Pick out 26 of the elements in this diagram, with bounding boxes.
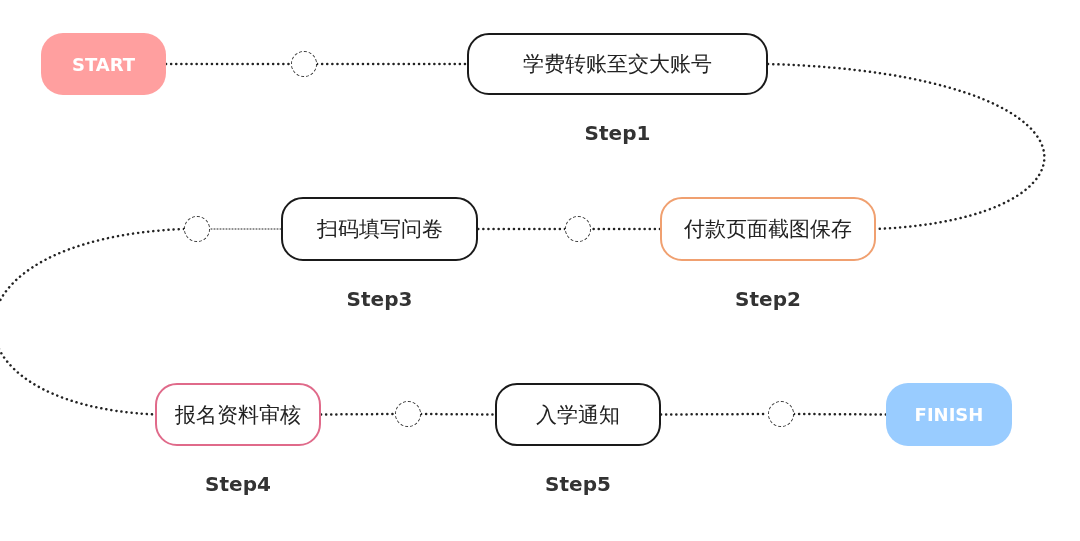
terminal-pill: FINISH	[886, 383, 1012, 446]
step-box: 报名资料审核	[155, 383, 321, 446]
step-label: Step1	[584, 121, 651, 145]
dashed-circle	[768, 401, 794, 427]
dotted-connector	[319, 412, 397, 416]
dotted-connector	[792, 412, 888, 416]
step-box: 入学通知	[495, 383, 661, 446]
dashed-circle	[291, 51, 317, 77]
terminal-pill: START	[41, 33, 166, 95]
step-label: Step5	[545, 472, 611, 496]
step-label: Step3	[346, 287, 413, 311]
dotted-connector	[315, 62, 469, 66]
dashed-circle	[184, 216, 210, 242]
step-box: 扫码填写问卷	[281, 197, 478, 261]
step-box: 学费转账至交大账号	[467, 33, 768, 95]
dotted-connector	[766, 62, 1045, 231]
dotted-connector	[209, 228, 282, 230]
step-box: 付款页面截图保存	[660, 197, 876, 261]
dotted-connector	[419, 412, 497, 416]
step-label: Step2	[735, 287, 801, 311]
dashed-circle	[565, 216, 591, 242]
dashed-circle	[395, 401, 421, 427]
dotted-connector	[476, 227, 567, 231]
dotted-connector	[0, 227, 186, 416]
step-label: Step4	[205, 472, 271, 496]
dotted-connector	[164, 62, 293, 66]
